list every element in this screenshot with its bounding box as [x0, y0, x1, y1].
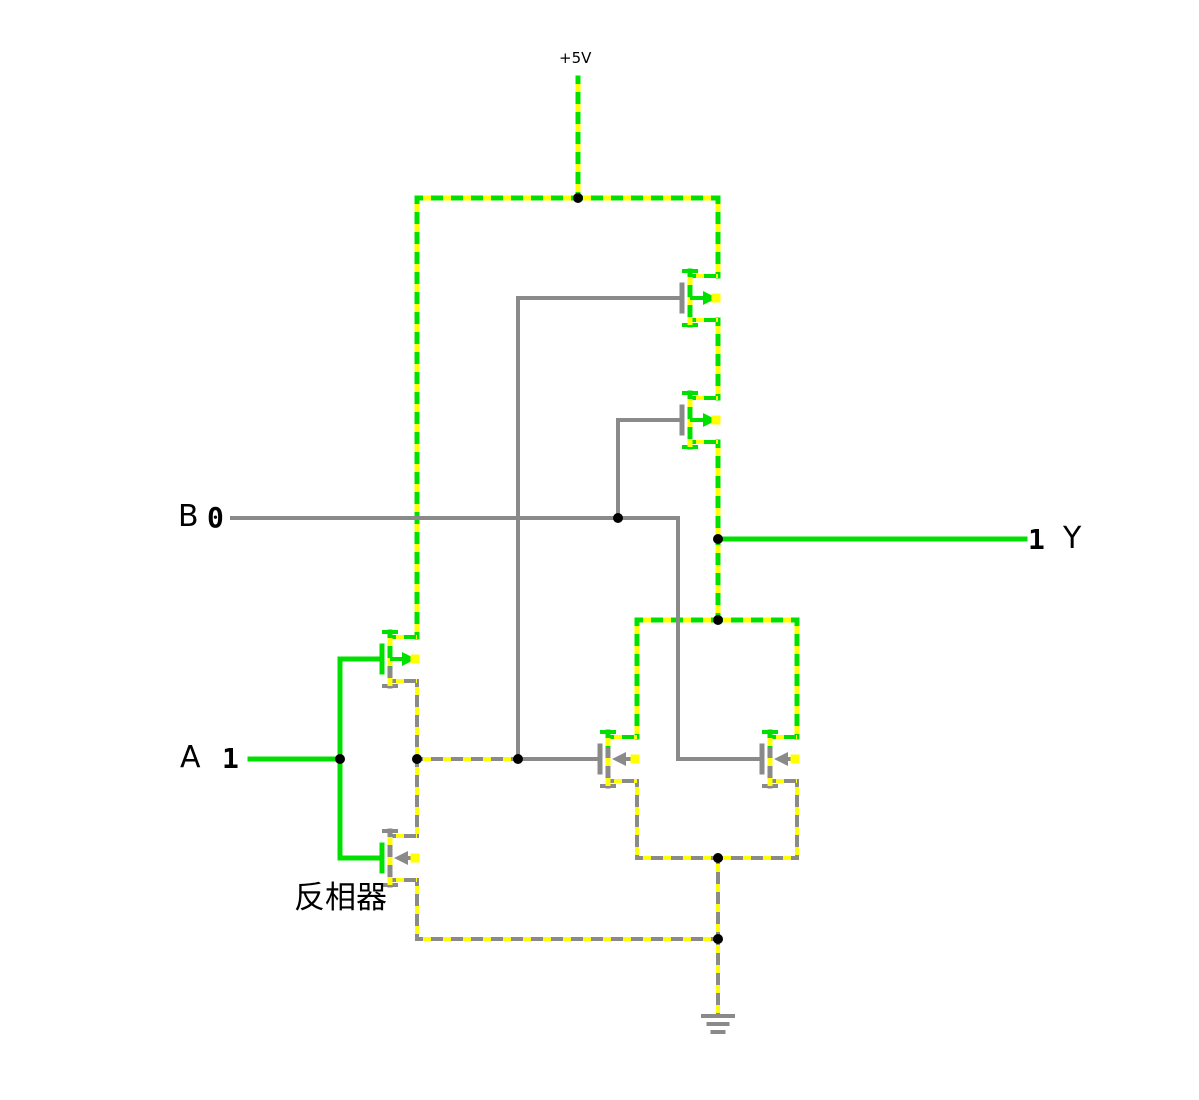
pmos-pullup-1-bulk-current-dot — [711, 293, 721, 303]
supply-label: +5V — [559, 49, 592, 67]
junction-dot-8 — [613, 513, 623, 523]
junction-dot-7 — [513, 754, 523, 764]
input-a-label: A — [180, 740, 201, 775]
nmos-inverter[interactable] — [379, 828, 420, 888]
nmos-pulldown-b-bulk-current-dot — [790, 754, 800, 764]
input-b-label: B — [178, 499, 199, 534]
output-y-label: Y — [1063, 521, 1082, 556]
nmos-pulldown-a[interactable] — [597, 729, 640, 789]
junction-dot-2 — [713, 534, 723, 544]
nmos-pulldown-a-bulk-current-dot — [630, 754, 640, 764]
nmos-pulldown-b[interactable] — [759, 729, 800, 789]
pmos-inverter[interactable] — [379, 629, 420, 689]
pmos-pullup-1[interactable] — [679, 268, 721, 328]
pmos-inverter-pmos-arrow-icon — [402, 652, 416, 666]
nmos-inverter-nmos-arrow-icon — [394, 851, 408, 865]
inverter-annotation: 反相器 — [294, 880, 387, 916]
ground-symbol — [701, 1014, 735, 1034]
junction-dot-3 — [713, 615, 723, 625]
input-b-value[interactable]: 0 — [207, 501, 224, 534]
pmos-pullup-2-bulk-current-dot — [711, 415, 721, 425]
nmos-inverter-bulk-current-dot — [410, 853, 420, 863]
junction-dot-1 — [573, 193, 583, 203]
pmos-pullup-2[interactable] — [679, 390, 721, 450]
pmos-pullup-1-pmos-arrow-icon — [703, 291, 717, 305]
pmos-inverter-bulk-current-dot — [410, 654, 420, 664]
input-a-value[interactable]: 1 — [222, 742, 239, 775]
output-y-value: 1 — [1028, 523, 1045, 556]
nmos-pulldown-a-nmos-arrow-icon — [612, 752, 626, 766]
junction-dot-9 — [335, 754, 345, 764]
pmos-pullup-2-pmos-arrow-icon — [703, 413, 717, 427]
junction-dot-6 — [412, 754, 422, 764]
junction-dot-4 — [713, 853, 723, 863]
junction-dot-5 — [713, 934, 723, 944]
nmos-pulldown-b-nmos-arrow-icon — [774, 752, 788, 766]
